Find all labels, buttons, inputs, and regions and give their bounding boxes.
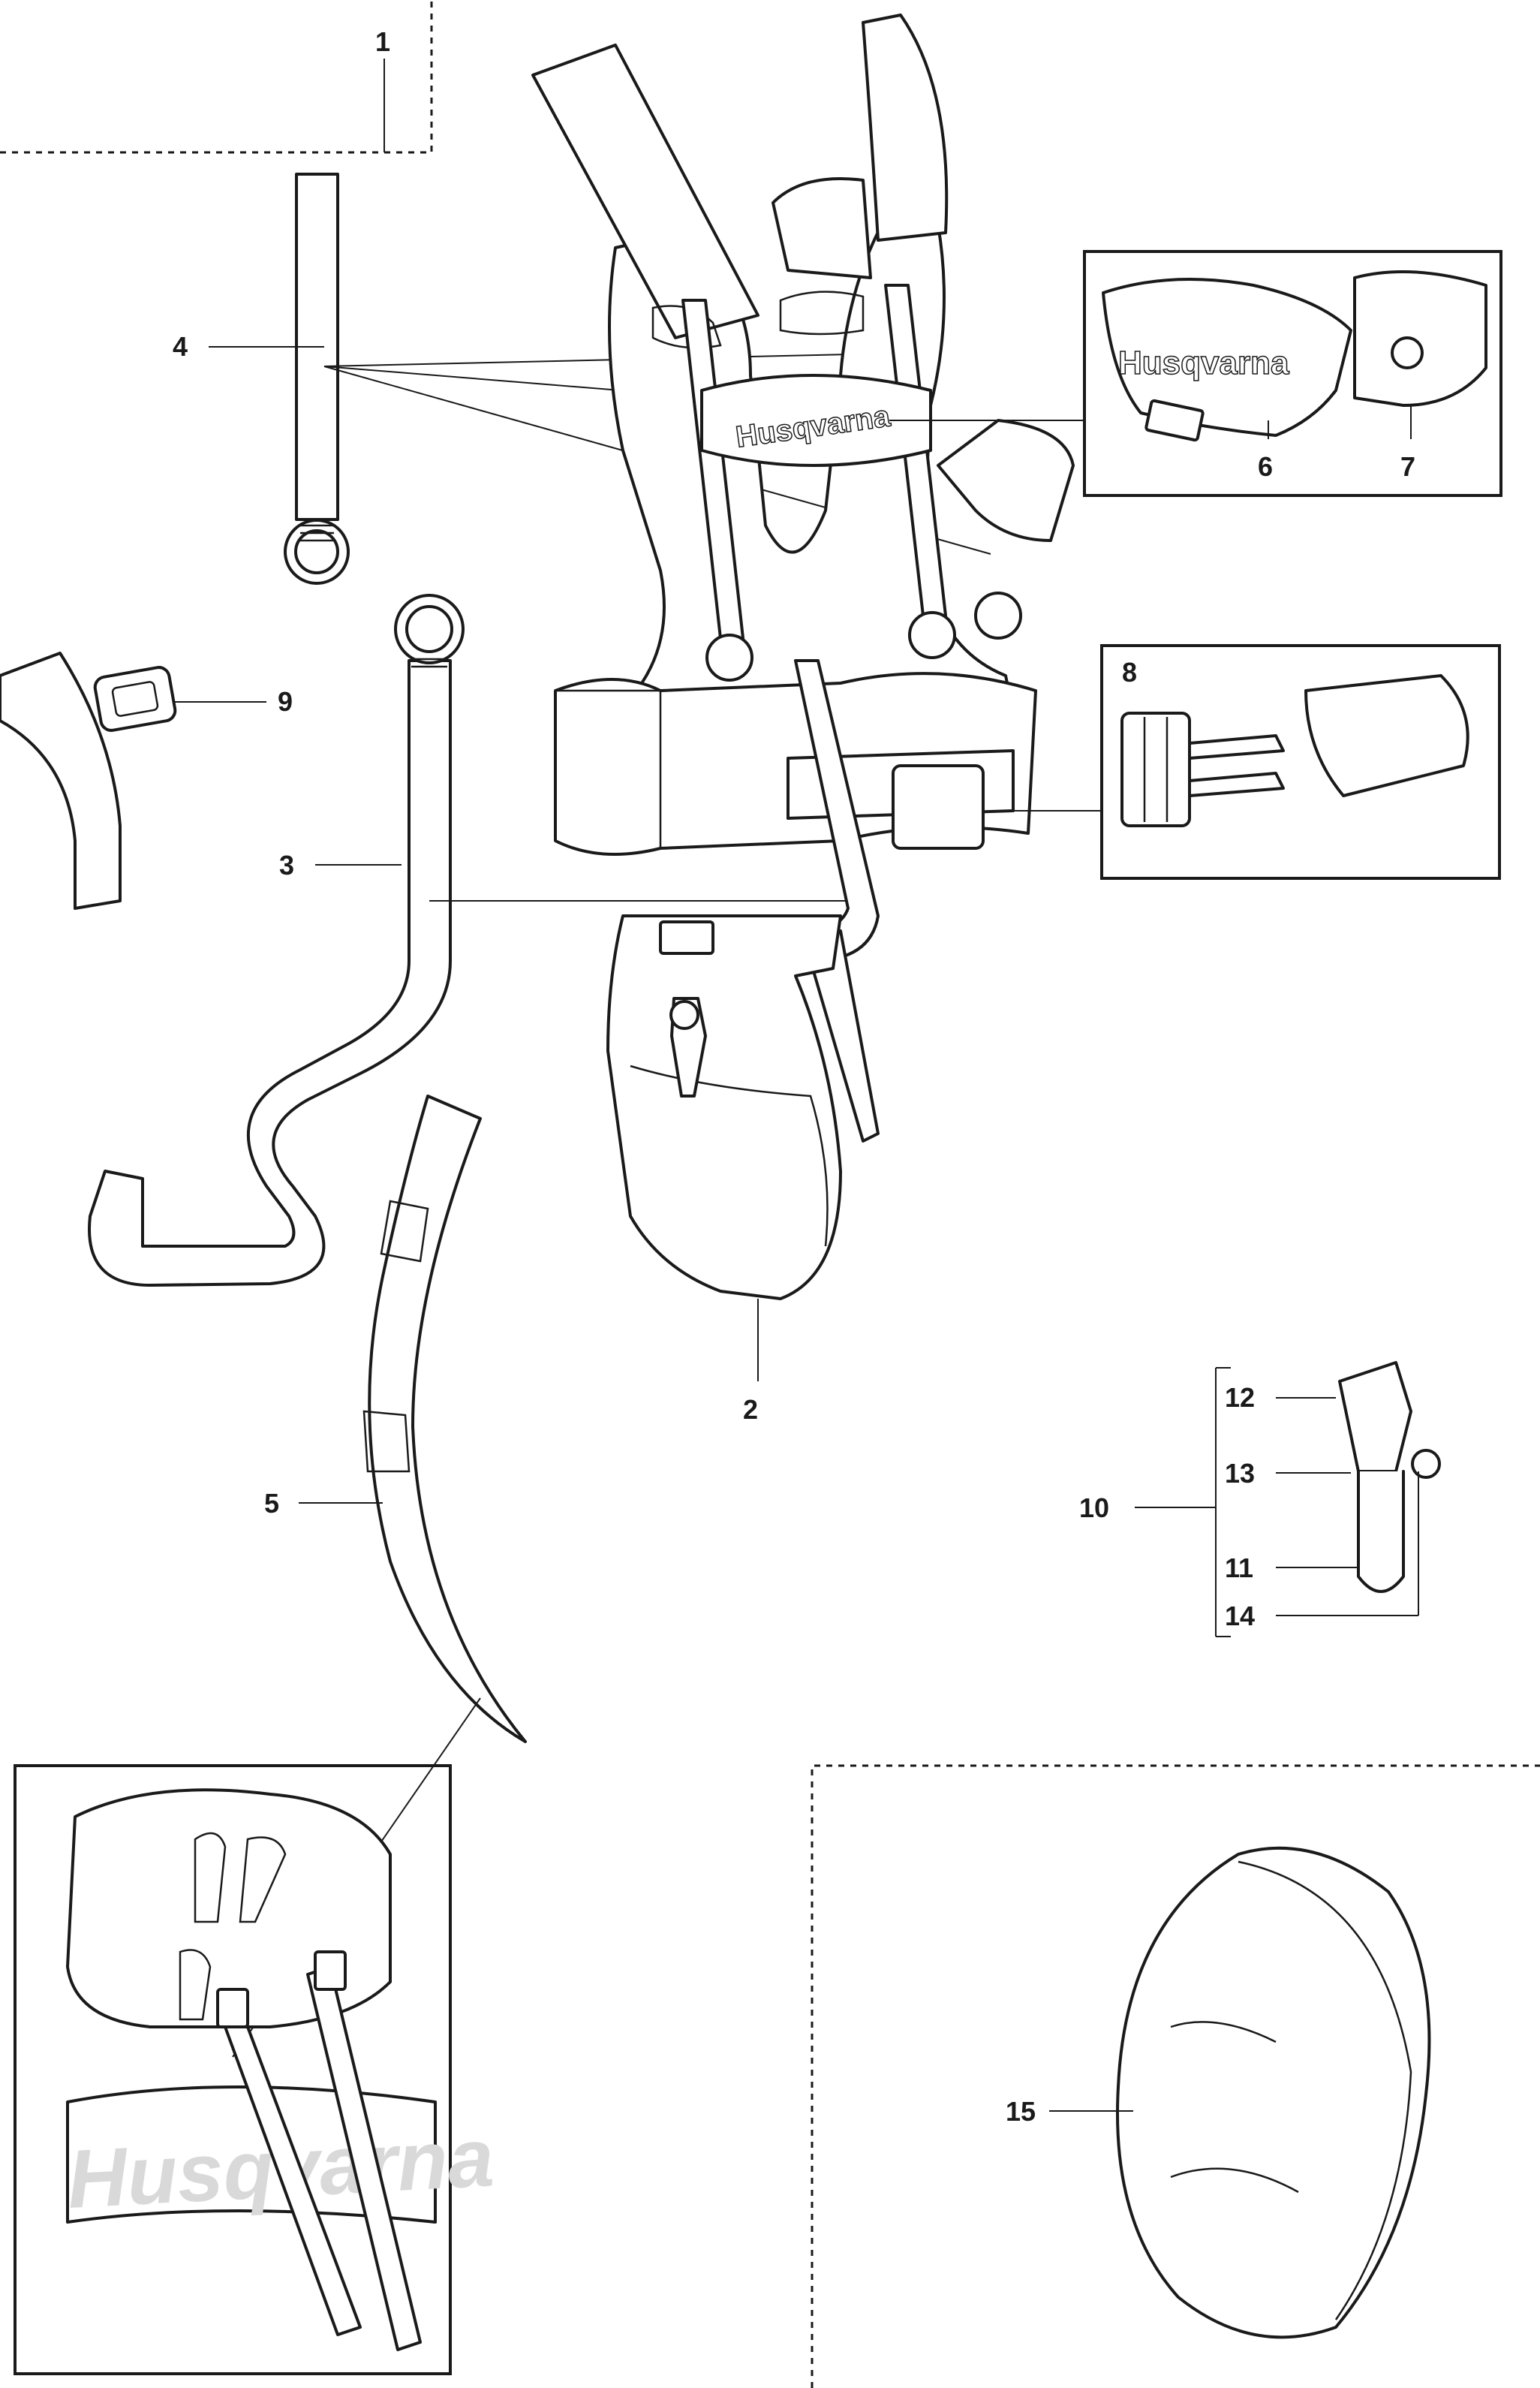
part-10-hook-assembly <box>1135 1361 1441 1637</box>
callout-14: 14 <box>1225 1601 1255 1631</box>
callout-3: 3 <box>279 850 294 881</box>
callout-5: 5 <box>264 1488 279 1519</box>
inset-parts-6-7: Husqvarna <box>889 250 1502 497</box>
part-3-long-strap <box>0 594 856 1287</box>
pad-logo: Husqvarna <box>1118 345 1289 381</box>
callout-4: 4 <box>173 331 188 362</box>
part-15-bag <box>1049 1846 1431 2339</box>
callout-12: 12 <box>1225 1382 1255 1413</box>
callout-10: 10 <box>1079 1492 1109 1523</box>
region-part-1 <box>0 0 433 154</box>
callout-11: 11 <box>1225 1552 1253 1583</box>
callout-8: 8 <box>1122 657 1137 688</box>
callout-2: 2 <box>743 1394 758 1425</box>
callout-15: 15 <box>1006 2096 1036 2127</box>
part-4-short-strap <box>284 173 350 585</box>
callout-9: 9 <box>278 686 293 717</box>
callout-1: 1 <box>375 26 390 57</box>
callout-13: 13 <box>1225 1458 1255 1489</box>
part-2-main-harness: Husqvarna <box>531 14 1075 1381</box>
callout-7: 7 <box>1400 451 1415 482</box>
part-9-slide-buckle <box>93 666 266 732</box>
detail-inset-harness-back: Husqvarna <box>14 1764 496 2375</box>
callout-6: 6 <box>1258 451 1273 482</box>
region-part-15 <box>811 1764 1540 2388</box>
inset-part-8-buckle <box>991 644 1501 880</box>
